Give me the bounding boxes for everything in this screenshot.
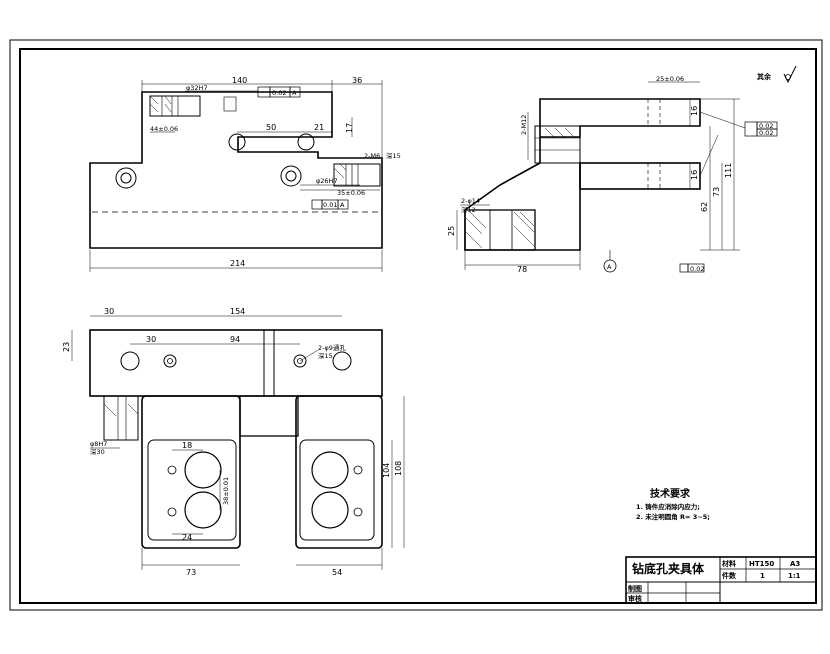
dim-25: 25 [447,226,456,236]
tol-perp: 0.02 [759,129,773,137]
requirement-1: 1. 铸件应消除内应力; [636,502,700,511]
dim-140: 140 [232,76,247,85]
dim-78: 78 [517,265,527,274]
top-view [71,315,405,570]
qty-value: 1 [760,572,765,580]
bore-depth: 深30 [90,447,105,456]
thread-m12: 2-M12 [520,115,528,135]
pin-depth: 深15 [318,351,333,360]
tol-bottom: 0.02 [690,265,704,273]
dim-30a: 30 [104,307,114,316]
front-view [89,80,383,272]
dim-73: 73 [712,187,721,197]
drawn-label: 制图 [628,584,642,593]
dim-62: 62 [700,202,709,212]
dim-23: 23 [62,342,71,352]
dim-73-top: 73 [186,568,196,577]
inner-border [19,48,817,604]
dim-104: 104 [382,463,391,478]
roughness-symbol-icon [783,65,797,84]
side-view-dims: 25±0.06 16 16 62 73 111 25 78 2-M12 2-φ1… [447,75,773,274]
requirements-title: 技术要求 [650,487,691,500]
tol-parallel: 0.02 [759,122,773,130]
dim-17: 17 [345,123,354,133]
bore-label: φ8H7 [90,440,107,448]
checked-label: 审核 [628,594,642,603]
dim-16a: 16 [690,106,699,116]
dim-35: 35±0.06 [337,189,365,197]
tol-mid: 0.01 [323,201,337,209]
roughness-label: 其余 [757,72,772,81]
dim-111: 111 [724,163,733,178]
scale-value: 1:1 [788,572,801,580]
dim-36: 36 [352,76,362,85]
thread-label: 2-M6 [364,152,380,160]
dim-phi26: φ26H7 [316,177,338,185]
requirement-2: 2. 未注明圆角 R= 3~5; [636,512,710,521]
dim-phi14: 2-φ14 [461,197,480,205]
dim-phi32: φ32H7 [186,84,208,92]
material-value: HT150 [749,560,774,568]
sheet-size: A3 [790,560,800,568]
dim-154: 154 [230,307,245,316]
datum-circle [603,259,617,273]
dim-54: 54 [332,568,342,577]
datum-label: A [607,263,612,271]
roughness-note: 其余 [757,65,797,84]
dim-18: 18 [182,441,192,450]
dim-25-06: 25±0.06 [656,75,684,83]
outer-border [9,39,823,611]
material-label: 材料 [721,559,736,568]
dim-94: 94 [230,335,240,344]
tol-top: 0.02 [272,89,286,97]
dim-21: 21 [314,123,324,132]
technical-requirements: 技术要求 1. 铸件应消除内应力; 2. 未注明圆角 R= 3~5; [636,487,710,521]
datum-mid: A [340,201,345,209]
title-block [625,556,817,604]
dim-108: 108 [394,461,403,476]
dim-30b: 30 [146,335,156,344]
dim-214: 214 [230,259,245,268]
dim-phi14-depth: 深12 [461,205,476,214]
dim-24: 24 [182,533,192,542]
drawing-title: 钻底孔夹具体 [632,561,705,576]
title-block-text: 钻底孔夹具体 材料 HT150 A3 件数 1 1:1 制图 审核 [628,559,801,603]
datum-top: A [292,89,297,97]
front-view-dims: 140 36 50 21 17 214 44±0.06 35±0.06 φ32H… [150,76,401,268]
thread-depth: 深15 [386,151,401,160]
side-view [456,81,778,273]
dim-50: 50 [266,123,276,132]
dim-16b: 16 [690,170,699,180]
dim-44: 44±0.06 [150,125,178,133]
dim-38: 38±0.01 [222,477,230,505]
pin-label: 2-φ9通孔 [318,343,346,352]
qty-label: 件数 [722,571,737,580]
top-view-dims: 30 154 30 94 23 18 38±0.01 24 104 108 73… [62,307,403,577]
